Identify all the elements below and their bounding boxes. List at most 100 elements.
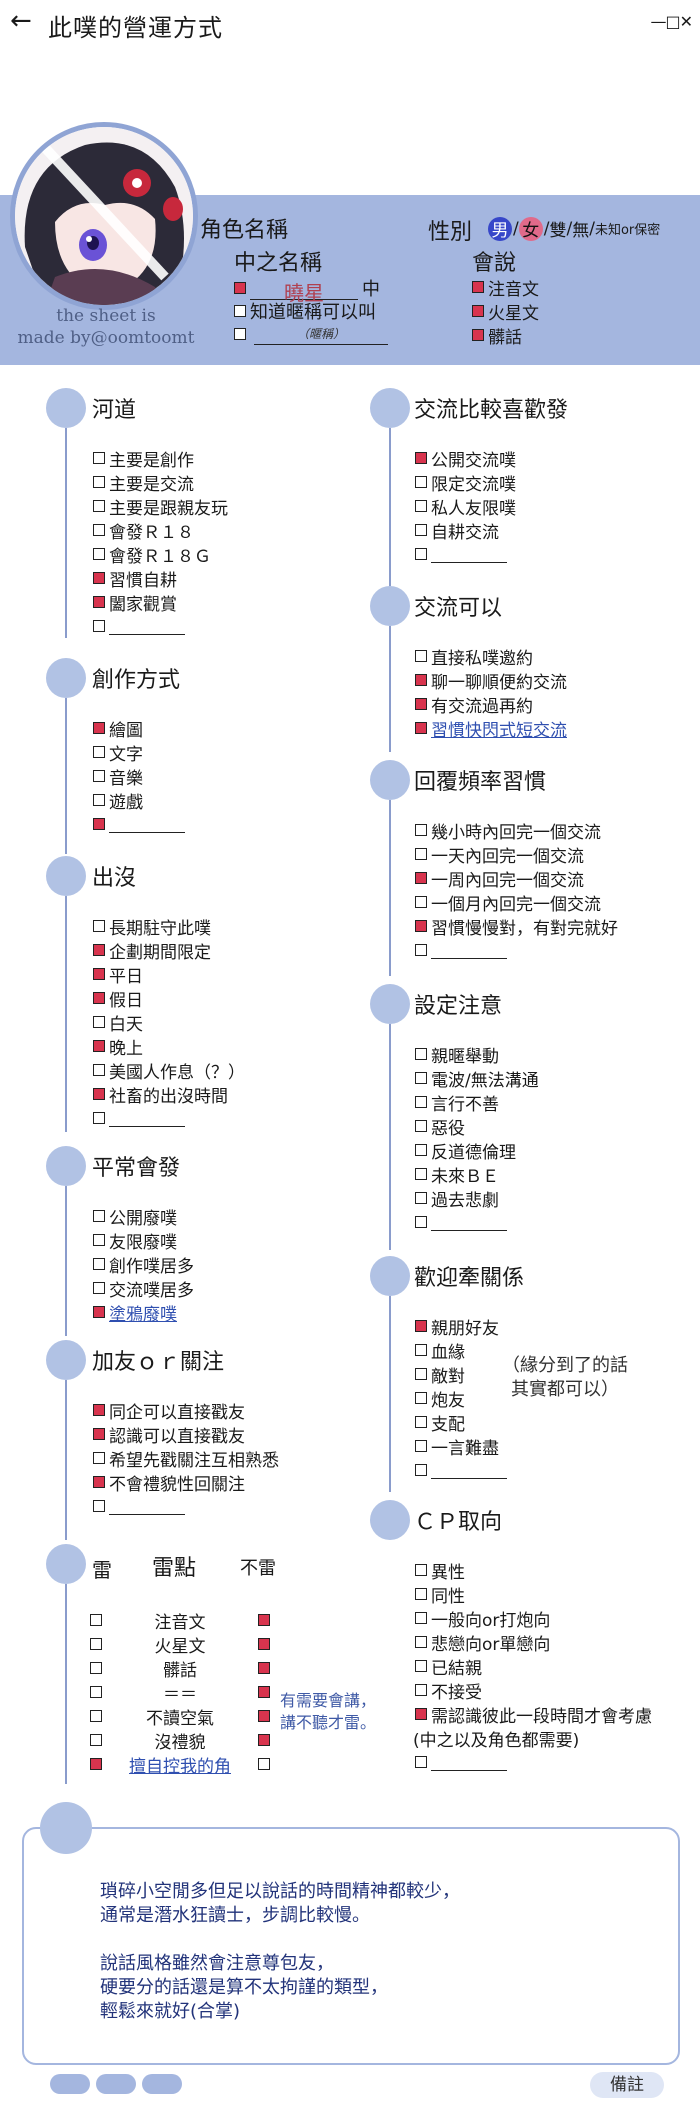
list-item[interactable]: 習慣慢慢對，有對完就好 [415, 914, 618, 939]
checkbox[interactable] [93, 1258, 105, 1270]
gender-both[interactable]: 雙 [549, 221, 567, 241]
checkbox[interactable] [93, 572, 105, 584]
mine-checkbox[interactable] [90, 1686, 102, 1698]
checkbox[interactable] [415, 1660, 427, 1672]
list-item[interactable]: 公開廢噗 [93, 1204, 194, 1229]
checkbox[interactable] [415, 1072, 427, 1084]
list-item[interactable]: 自耕交流 [415, 518, 516, 543]
list-item[interactable]: 支配 [415, 1410, 507, 1435]
checkbox[interactable] [415, 1392, 427, 1404]
checkbox[interactable] [415, 548, 427, 560]
list-item[interactable]: 主要是創作 [93, 446, 228, 471]
footer-pill[interactable] [142, 2074, 182, 2094]
list-item[interactable]: 直接私噗邀約 [415, 644, 567, 669]
list-item[interactable]: 血緣 [415, 1338, 507, 1363]
list-item[interactable]: 異性 [415, 1558, 652, 1583]
list-item[interactable]: 主要是跟親友玩 [93, 494, 228, 519]
checkbox[interactable] [415, 500, 427, 512]
list-item[interactable]: 會發Ｒ１８Ｇ [93, 542, 228, 567]
list-item[interactable]: 有交流過再約 [415, 692, 567, 717]
checkbox[interactable] [415, 1416, 427, 1428]
ok-checkbox[interactable] [258, 1662, 270, 1674]
list-item[interactable]: 親暱舉動 [415, 1042, 539, 1067]
checkbox[interactable] [93, 1234, 105, 1246]
list-item[interactable]: 遊戲 [93, 788, 185, 813]
list-item[interactable]: 敵對 [415, 1362, 507, 1387]
checkbox[interactable] [415, 1708, 427, 1720]
list-item[interactable]: 友限廢噗 [93, 1228, 194, 1253]
blank-line[interactable] [431, 1462, 507, 1479]
checkbox[interactable] [93, 476, 105, 488]
checkbox[interactable] [415, 1636, 427, 1648]
footer-pill[interactable] [96, 2074, 136, 2094]
list-item[interactable]: 一周內回完一個交流 [415, 866, 618, 891]
checkbox[interactable] [415, 650, 427, 662]
checkbox[interactable] [93, 1282, 105, 1294]
blank-line[interactable] [431, 942, 507, 959]
checkbox[interactable] [415, 872, 427, 884]
list-item[interactable]: 白天 [93, 1010, 245, 1035]
window-controls[interactable]: —□✕ [650, 12, 693, 31]
checkbox[interactable] [93, 500, 105, 512]
list-item-blank[interactable] [415, 542, 516, 566]
list-item[interactable]: 美國人作息（？） [93, 1058, 245, 1083]
list-item[interactable]: 繪圖 [93, 716, 185, 741]
list-item-blank[interactable] [93, 1106, 245, 1130]
checkbox[interactable] [415, 452, 427, 464]
checkbox[interactable] [93, 920, 105, 932]
list-item[interactable]: 社畜的出沒時間 [93, 1082, 245, 1107]
list-item[interactable]: 主要是交流 [93, 470, 228, 495]
checkbox[interactable] [93, 1064, 105, 1076]
gender-female[interactable]: 女 [518, 216, 543, 241]
list-item[interactable]: 企劃期間限定 [93, 938, 245, 963]
checkbox[interactable] [93, 452, 105, 464]
checkbox[interactable] [415, 1048, 427, 1060]
checkbox[interactable] [93, 1428, 105, 1440]
mine-checkbox[interactable] [90, 1758, 102, 1770]
list-item[interactable]: 同企可以直接戳友 [93, 1398, 279, 1423]
checkbox[interactable] [415, 1612, 427, 1624]
list-item[interactable]: 習慣快閃式短交流 [415, 716, 567, 741]
checkbox[interactable] [415, 698, 427, 710]
checkbox[interactable] [93, 818, 105, 830]
ok-checkbox[interactable] [258, 1758, 270, 1770]
checkbox[interactable] [415, 1216, 427, 1228]
checkbox[interactable] [93, 1476, 105, 1488]
checkbox[interactable] [93, 524, 105, 536]
list-item[interactable]: 不會禮貌性回關注 [93, 1470, 279, 1495]
list-item[interactable]: 未來ＢＥ [415, 1162, 539, 1187]
list-item[interactable]: 假日 [93, 986, 245, 1011]
checkbox[interactable] [415, 524, 427, 536]
list-item[interactable]: 創作噗居多 [93, 1252, 194, 1277]
checkbox[interactable] [93, 1500, 105, 1512]
list-item[interactable]: 幾小時內回完一個交流 [415, 818, 618, 843]
checkbox[interactable] [415, 722, 427, 734]
checkbox[interactable] [415, 1144, 427, 1156]
list-item[interactable]: 過去悲劇 [415, 1186, 539, 1211]
checkbox[interactable] [415, 1684, 427, 1696]
list-item[interactable]: 公開交流噗 [415, 446, 516, 471]
checkbox[interactable] [93, 968, 105, 980]
checkbox[interactable] [93, 1452, 105, 1464]
gender-unknown[interactable]: 未知or保密 [594, 223, 661, 238]
footer-pill[interactable] [50, 2074, 90, 2094]
checkbox[interactable] [472, 281, 484, 293]
list-item[interactable]: 希望先戳關注互相熟悉 [93, 1446, 279, 1471]
checkbox[interactable] [93, 1088, 105, 1100]
list-item[interactable]: 認識可以直接戳友 [93, 1422, 279, 1447]
blank-line[interactable] [109, 618, 185, 635]
blank-line[interactable] [109, 816, 185, 833]
list-item[interactable]: 音樂 [93, 764, 185, 789]
speak-item[interactable]: 注音文 [472, 275, 539, 300]
checkbox[interactable] [415, 1756, 427, 1768]
list-item[interactable]: 塗鴉廢噗 [93, 1300, 194, 1325]
checkbox[interactable] [415, 1588, 427, 1600]
checkbox[interactable] [93, 1210, 105, 1222]
checkbox[interactable] [93, 746, 105, 758]
blank-line[interactable] [431, 1754, 507, 1771]
checkbox[interactable] [93, 620, 105, 632]
list-item[interactable]: 炮友 [415, 1386, 507, 1411]
list-item-blank[interactable] [415, 1210, 539, 1234]
mine-checkbox[interactable] [90, 1710, 102, 1722]
ok-checkbox[interactable] [258, 1614, 270, 1626]
